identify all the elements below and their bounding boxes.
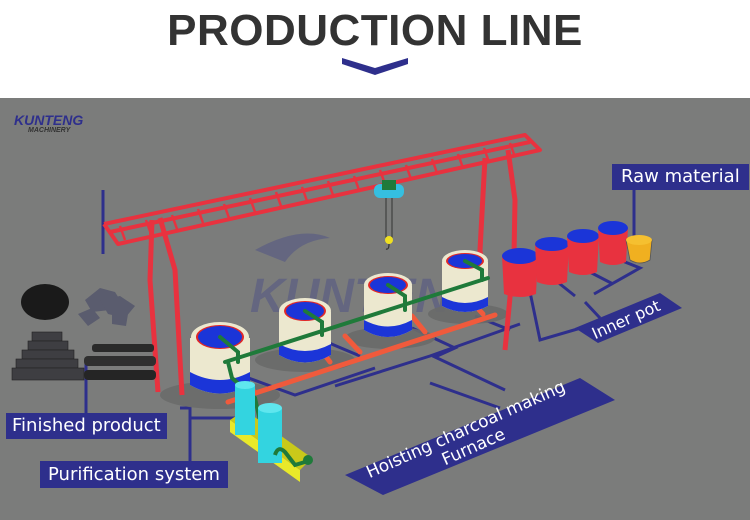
inner-pot <box>502 248 538 297</box>
raw-material-basket <box>625 235 653 264</box>
purification-system <box>230 381 313 482</box>
inner-pot <box>535 237 569 285</box>
finished-product-label: Finished product <box>6 413 167 439</box>
inner-pot <box>567 229 599 275</box>
inner-pot-label-bg <box>575 293 682 343</box>
logo-subtitle: MACHINERY <box>28 127 71 134</box>
header: PRODUCTION LINE <box>0 0 750 98</box>
gantry-crane <box>102 133 542 396</box>
page-title: PRODUCTION LINE <box>167 6 583 55</box>
scene-illustration: KUNTENG <box>11 133 653 482</box>
chevron-down-icon <box>342 58 408 75</box>
hoisting-label-bg <box>345 378 615 495</box>
finished-products <box>11 284 156 381</box>
raw-material-label: Raw material <box>612 164 749 190</box>
floor-label-shapes <box>345 293 682 495</box>
purification-system-label: Purification system <box>40 461 228 488</box>
electric-hoist <box>374 180 404 250</box>
inner-pot <box>598 221 628 265</box>
logo: KUNTENG <box>14 112 84 128</box>
